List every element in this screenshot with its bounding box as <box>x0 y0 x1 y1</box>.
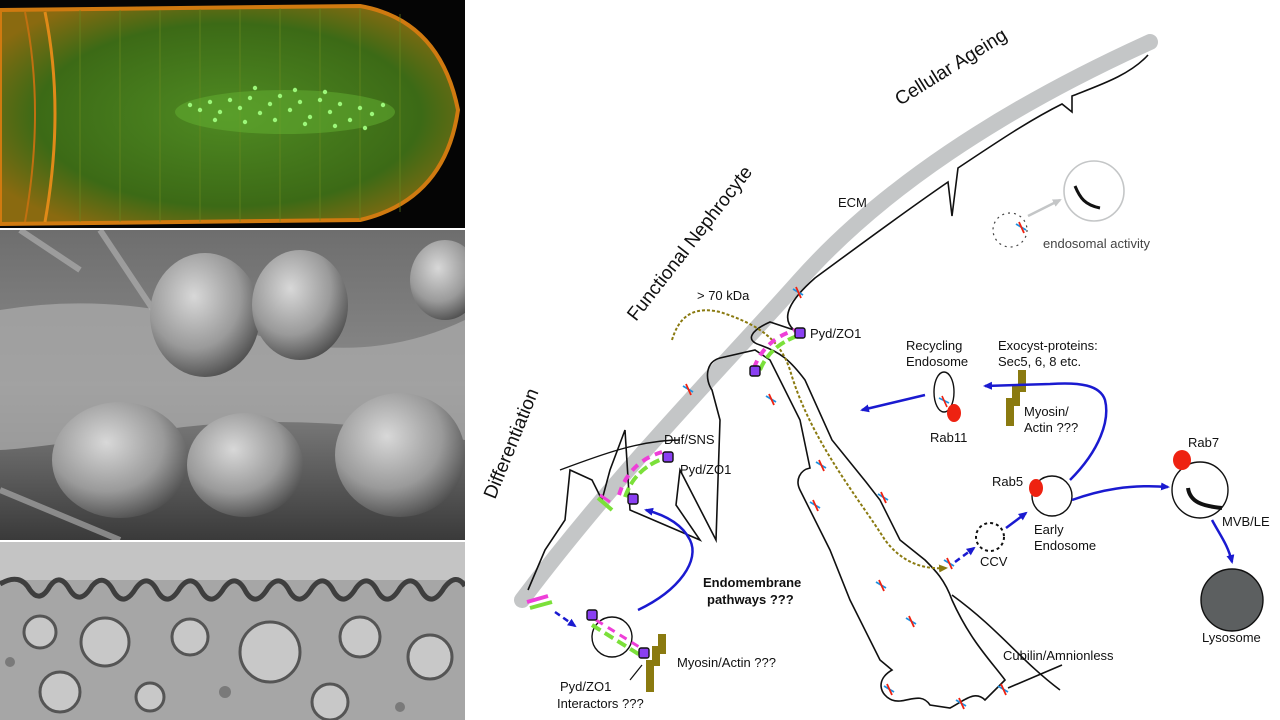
rab7-label: Rab7 <box>1188 435 1219 450</box>
myosin-actin-mid-label-1: Myosin/ <box>1024 404 1069 419</box>
cargo-path <box>671 309 948 573</box>
mvb-internal-membrane <box>1186 487 1223 510</box>
diaphragm-vesicle <box>591 616 633 658</box>
fluorescence-larva-image <box>0 0 465 228</box>
endosomal-arrow <box>1027 198 1062 218</box>
interactors-pointer <box>629 664 643 681</box>
pyd-marker <box>749 365 761 377</box>
early-to-late-arrow <box>1071 482 1170 502</box>
pyd-interactors-label-1: Pyd/ZO1 <box>560 679 611 694</box>
cubilin-pointer <box>1007 664 1063 689</box>
cubilin-label: Cubilin/Amnionless <box>1003 648 1114 663</box>
pyd-zo1-top-label: Pyd/ZO1 <box>810 326 861 341</box>
ecm-band <box>514 34 1158 608</box>
ccv-label: CCV <box>980 554 1008 569</box>
cargo-to-ccv-arrow <box>954 546 976 564</box>
tem-slit-diaphragm-image <box>0 542 465 720</box>
endomembrane-label-2: pathways ??? <box>707 592 794 607</box>
recycling-endosome-label-2: Endosome <box>906 354 968 369</box>
ecm-label: ECM <box>838 195 867 210</box>
slit-bottom-sns <box>529 600 553 610</box>
mvb-le-label: MVB/LE <box>1222 514 1270 529</box>
pyd-marker <box>794 327 806 339</box>
sem-nephrocyte-image <box>0 230 465 540</box>
myosin-actin-bottom-icon <box>646 634 666 692</box>
endosomal-activity-label: endosomal activity <box>1043 236 1150 251</box>
recycling-endosome <box>933 371 955 413</box>
duf-sns-label: Duf/SNS <box>664 432 715 447</box>
rab7-marker <box>1173 450 1191 470</box>
rab11-label: Rab11 <box>930 430 967 445</box>
early-to-recycling-arrow <box>983 381 1108 481</box>
myosin-actin-bottom-label: Myosin/Actin ??? <box>677 655 776 670</box>
ccv-vesicle <box>975 522 1005 552</box>
lysosome <box>1200 568 1264 632</box>
fluorescence-micrograph <box>0 0 465 228</box>
vesicle-sns <box>590 623 642 657</box>
sem-micrograph <box>0 230 465 540</box>
endosome-large-circle <box>1063 160 1125 222</box>
pyd-interactors-label-2: Interactors ??? <box>557 696 644 711</box>
nephrocyte-dots <box>187 85 386 131</box>
stage-ageing: Cellular Ageing <box>892 25 1012 111</box>
micrograph-panels <box>0 0 465 720</box>
rab5-label: Rab5 <box>992 474 1023 489</box>
endocytosis-arrow-bottom <box>554 610 577 628</box>
pyd-zo1-mid-label: Pyd/ZO1 <box>680 462 731 477</box>
lysosome-label: Lysosome <box>1202 630 1261 645</box>
membrane-inner <box>951 594 1061 691</box>
myosin-actin-mid-icon <box>1006 370 1026 426</box>
mvb-le-endosome <box>1171 461 1229 519</box>
stage-differentiation: Differentiation <box>480 386 543 502</box>
slit-bottom-duf <box>526 594 549 604</box>
pyd-marker <box>638 647 650 659</box>
exocyst-label-2: Sec5, 6, 8 etc. <box>998 354 1081 369</box>
recycling-endosome-label-1: Recycling <box>906 338 962 353</box>
late-to-lysosome-arrow <box>1210 519 1235 564</box>
rab5-marker <box>1029 479 1043 497</box>
early-endosome-label-1: Early <box>1034 522 1064 537</box>
slit-diaphragm-top <box>749 327 806 377</box>
cell-membrane <box>527 54 1149 709</box>
slit-diaphragm-mid <box>596 450 674 512</box>
rab11-marker <box>947 404 961 422</box>
exocyst-label-1: Exocyst-proteins: <box>998 338 1098 353</box>
coated-vesicle-small <box>992 212 1028 248</box>
diaphragm-crosses <box>682 221 1027 710</box>
recycling-to-membrane-arrow-top <box>860 393 926 413</box>
recycling-to-membrane-arrow <box>637 507 694 612</box>
pyd-marker <box>627 493 639 505</box>
early-endosome-label-2: Endosome <box>1034 538 1096 553</box>
vesicle-duf <box>595 618 645 652</box>
endosome-membrane-fragment <box>1073 185 1101 210</box>
membrane-fold <box>559 439 681 471</box>
endomembrane-label-1: Endomembrane <box>703 575 801 590</box>
kda-label: > 70 kDa <box>697 288 750 303</box>
ccv-to-early-arrow <box>1005 511 1028 529</box>
pyd-marker <box>662 451 674 463</box>
myosin-actin-mid-label-2: Actin ??? <box>1024 420 1078 435</box>
pyd-marker <box>586 609 598 621</box>
tem-micrograph <box>0 542 465 720</box>
